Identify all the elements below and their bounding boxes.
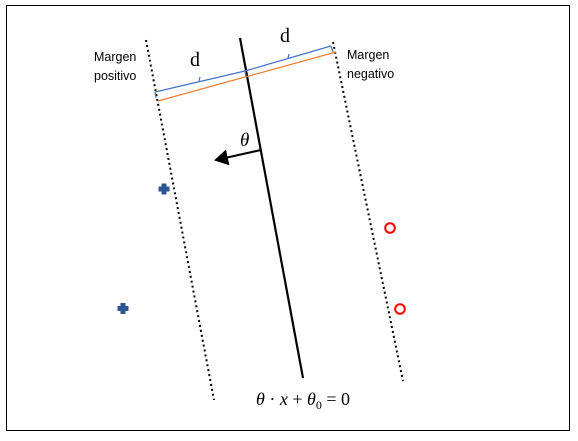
positive-margin-line [145,39,215,401]
boundary-equation: θ · x + θ0 = 0 [256,389,350,412]
positive-point [158,183,170,195]
distance-label-right: d [280,25,290,47]
diagram-frame [6,5,570,431]
negative-margin-label: Margen negativo [347,48,394,81]
decision-boundary-line [238,37,305,379]
positive-point [117,303,129,314]
negative-point [384,222,396,234]
distance-label-left: d [190,49,200,71]
offset-line [157,51,337,102]
theta-label: θ [240,130,249,151]
negative-point [394,303,406,315]
theta-normal-arrow [214,149,262,166]
negative-margin-line [332,41,404,382]
distance-bracket-right [244,45,334,78]
distance-bracket-left [154,70,246,99]
positive-margin-label: Margen positivo [94,50,140,83]
